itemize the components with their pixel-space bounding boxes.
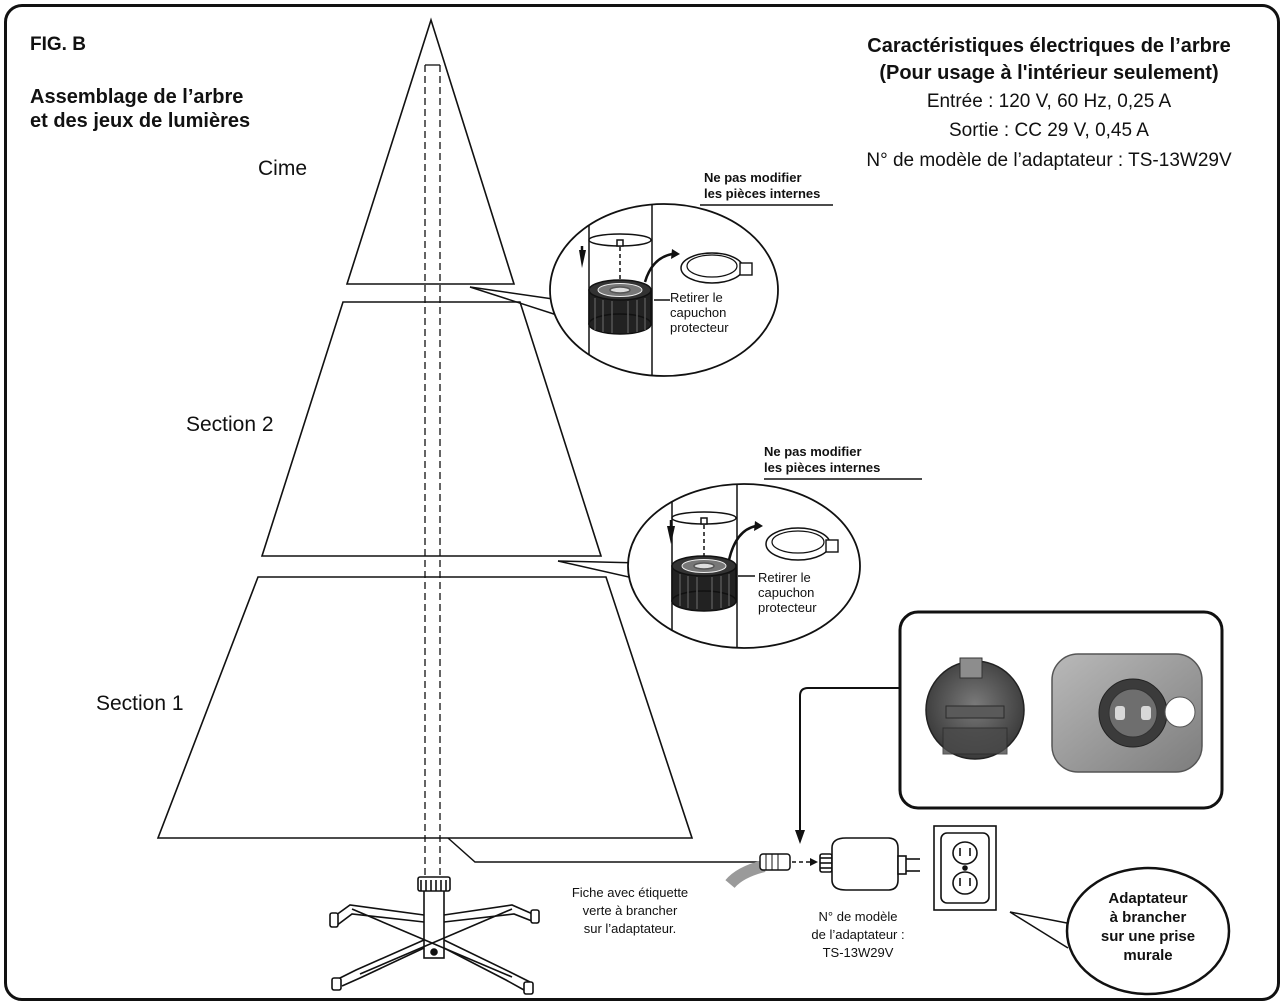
figure-title-line1: Assemblage de l’arbre <box>30 86 244 108</box>
wall-outlet <box>933 825 997 911</box>
specs-title-line1: Caractéristiques électriques de l’arbre <box>867 35 1231 57</box>
specs-model: N° de modèle de l’adaptateur : TS-13W29V <box>866 150 1232 171</box>
wall-bubble-line1: Adaptateur <box>1108 890 1188 907</box>
label-cime: Cime <box>258 157 308 180</box>
specs-output: Sortie : CC 29 V, 0,45 A <box>949 120 1149 141</box>
photo-pointer-line <box>799 687 900 832</box>
plug-note-line2: verte à brancher <box>582 903 678 918</box>
remove-cap-lower-line1: Retirer le <box>758 570 811 585</box>
tree-section-2 <box>260 301 603 557</box>
tree-cord <box>447 837 818 889</box>
plug-note-line3: sur l’adaptateur. <box>583 921 677 936</box>
warning-upper-line1: Ne pas modifier <box>704 170 802 185</box>
adapter-note-line3: TS-13W29V <box>822 945 894 960</box>
wall-bubble-line2: à brancher <box>1109 909 1187 926</box>
wall-bubble-line4: murale <box>1123 947 1173 964</box>
remove-cap-upper-line1: Retirer le <box>670 290 723 305</box>
remove-cap-lower-line3: protecteur <box>758 600 817 615</box>
warning-upper-line2: les pièces internes <box>704 186 821 201</box>
figure-label: FIG. B <box>30 34 86 55</box>
remove-cap-lower-line2: capuchon <box>758 585 815 600</box>
label-section-1: Section 1 <box>96 692 184 715</box>
specs-title-line2: (Pour usage à l'intérieur seulement) <box>879 62 1219 84</box>
power-adapter <box>819 837 920 891</box>
wall-bubble-line3: sur une prise <box>1100 928 1196 945</box>
warning-lower-line1: Ne pas modifier <box>764 444 862 459</box>
remove-cap-upper-line2: capuchon <box>670 305 727 320</box>
warning-lower-line2: les pièces internes <box>764 460 881 475</box>
tree-top-section <box>345 17 516 285</box>
callout-lower <box>557 483 861 649</box>
adapter-note-line2: de l’adaptateur : <box>811 927 905 942</box>
plug-note-line1: Fiche avec étiquette <box>571 885 689 900</box>
center-pole <box>424 64 441 880</box>
adapter-note-line1: N° de modèle <box>818 909 898 924</box>
figure-title-line2: et des jeux de lumières <box>30 110 251 132</box>
remove-cap-upper-line3: protecteur <box>670 320 729 335</box>
callout-upper <box>469 203 779 377</box>
specs-input: Entrée : 120 V, 60 Hz, 0,25 A <box>926 91 1172 112</box>
figure-frame <box>4 4 1280 1001</box>
wall-bubble <box>1009 866 1231 996</box>
label-section-2: Section 2 <box>186 413 274 436</box>
tree-stand <box>329 876 540 995</box>
connector-photo-box <box>898 610 1224 810</box>
photo-pointer-arrow <box>795 830 805 844</box>
